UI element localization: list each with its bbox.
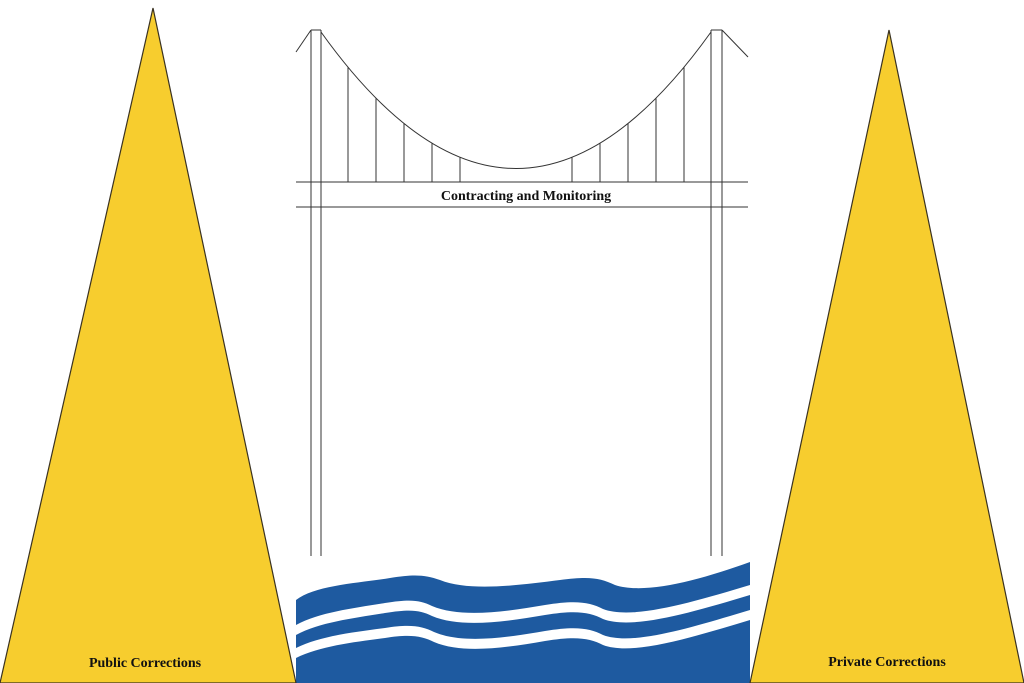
right-mountain: Private Corrections [750,30,1024,683]
main-cable [321,32,711,169]
left-anchor-cable [296,30,311,52]
water [296,562,750,683]
right-tower [711,30,748,556]
left-mountain-label: Public Corrections [89,656,202,671]
water-body [296,562,750,683]
left-mountain-shape [0,8,296,683]
right-anchor-cable [722,30,748,57]
right-mountain-label: Private Corrections [828,655,946,670]
right-mountain-shape [750,30,1024,683]
left-tower [296,30,321,556]
bridge-deck-label: Contracting and Monitoring [441,189,611,204]
left-mountain: Public Corrections [0,8,296,683]
suspender-cables [348,67,684,182]
suspension-bridge: Contracting and Monitoring [296,30,748,556]
